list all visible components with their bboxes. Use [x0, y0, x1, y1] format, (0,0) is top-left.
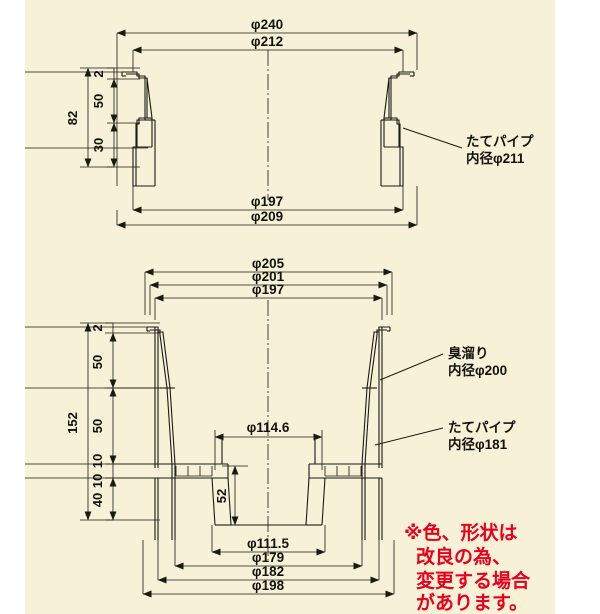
callout-tate-pipe-bottom: たてパイプ 内径φ181 [374, 420, 516, 452]
notice-line-2: 改良の為、 [416, 545, 511, 568]
dim-phi197-bottom-label: φ197 [252, 282, 284, 297]
callout-nioidamari: 臭溜り 内径φ200 [379, 345, 507, 381]
dim-bot-152-label: 152 [65, 412, 80, 434]
dim-phi198-label: φ198 [252, 578, 285, 593]
dim-top-30-label: 30 [91, 138, 106, 152]
dim-phi201-label: φ201 [252, 269, 285, 284]
dim-phi212-label: φ212 [251, 34, 283, 49]
dim-phi114-6-label: φ114.6 [247, 420, 290, 435]
dim-phi205-label: φ205 [252, 256, 285, 271]
notice-line-4: があります。 [416, 591, 528, 614]
figure-top-left-dims: 2 50 30 82 [65, 67, 140, 168]
notice-line-3: 変更する場合 [416, 569, 531, 592]
dim-bot-10a-label: 10 [90, 454, 105, 468]
dim-phi182-label: φ182 [252, 564, 284, 579]
callout-nioidamari-line2: 内径φ200 [448, 362, 507, 378]
dim-phi209-label: φ209 [251, 209, 283, 224]
callout-tate-pipe-bottom-line1: たてパイプ [448, 420, 516, 435]
figure-bottom-part-outline [146, 326, 391, 540]
callout-tate-pipe-top-line1: たてパイプ [466, 134, 534, 149]
figure-bottom-bottom-dims: φ111.5 φ179 φ182 φ198 [142, 536, 395, 598]
callout-tate-pipe-top: たてパイプ 内径φ211 [402, 127, 534, 166]
callout-tate-pipe-bottom-line2: 内径φ181 [448, 436, 508, 452]
dim-phi240: φ240 [116, 17, 418, 37]
callout-nioidamari-line1: 臭溜り [448, 345, 489, 361]
dim-phi179-label: φ179 [252, 550, 284, 565]
dim-top-50-label: 50 [91, 94, 106, 108]
figure-top-bottom-dims: φ197 φ209 [116, 194, 418, 229]
dim-52-label: 52 [214, 489, 229, 503]
dim-phi240-label: φ240 [251, 17, 283, 32]
dim-bot-50b-label: 50 [90, 419, 105, 433]
dim-bot-10b-label: 10 [90, 474, 105, 488]
figure-bottom-bottom-ext [142, 525, 395, 594]
notice-block: ※色、形状は 改良の為、 変更する場合 があります。 [404, 521, 531, 614]
figure-bottom-left-dims: 2 50 50 10 10 40 152 [65, 322, 160, 521]
figure-top: φ240 φ212 2 50 30 [25, 17, 534, 229]
dim-bot-2-label: 2 [90, 324, 105, 331]
dim-phi114-6: φ114.6 [214, 420, 323, 470]
dim-phi111-5-label: φ111.5 [247, 536, 289, 551]
notice-line-1: ※色、形状は [404, 521, 517, 544]
figure-top-part-outline [121, 71, 415, 187]
callout-tate-pipe-top-line2: 内径φ211 [466, 150, 525, 166]
paper-sheet [25, 0, 555, 614]
dim-52: 52 [214, 465, 248, 526]
figure-bottom-top-dims: φ205 φ201 φ197 [144, 256, 393, 302]
figure-bottom-extension-lines [144, 272, 393, 320]
dim-top-82-label: 82 [65, 111, 80, 125]
dim-phi197-top-label: φ197 [251, 194, 283, 209]
dim-top-2-label: 2 [91, 70, 106, 77]
dim-bot-40-label: 40 [90, 493, 105, 507]
dim-bot-50a-label: 50 [90, 355, 105, 369]
figure-bottom: φ205 φ201 φ197 2 [25, 256, 516, 598]
